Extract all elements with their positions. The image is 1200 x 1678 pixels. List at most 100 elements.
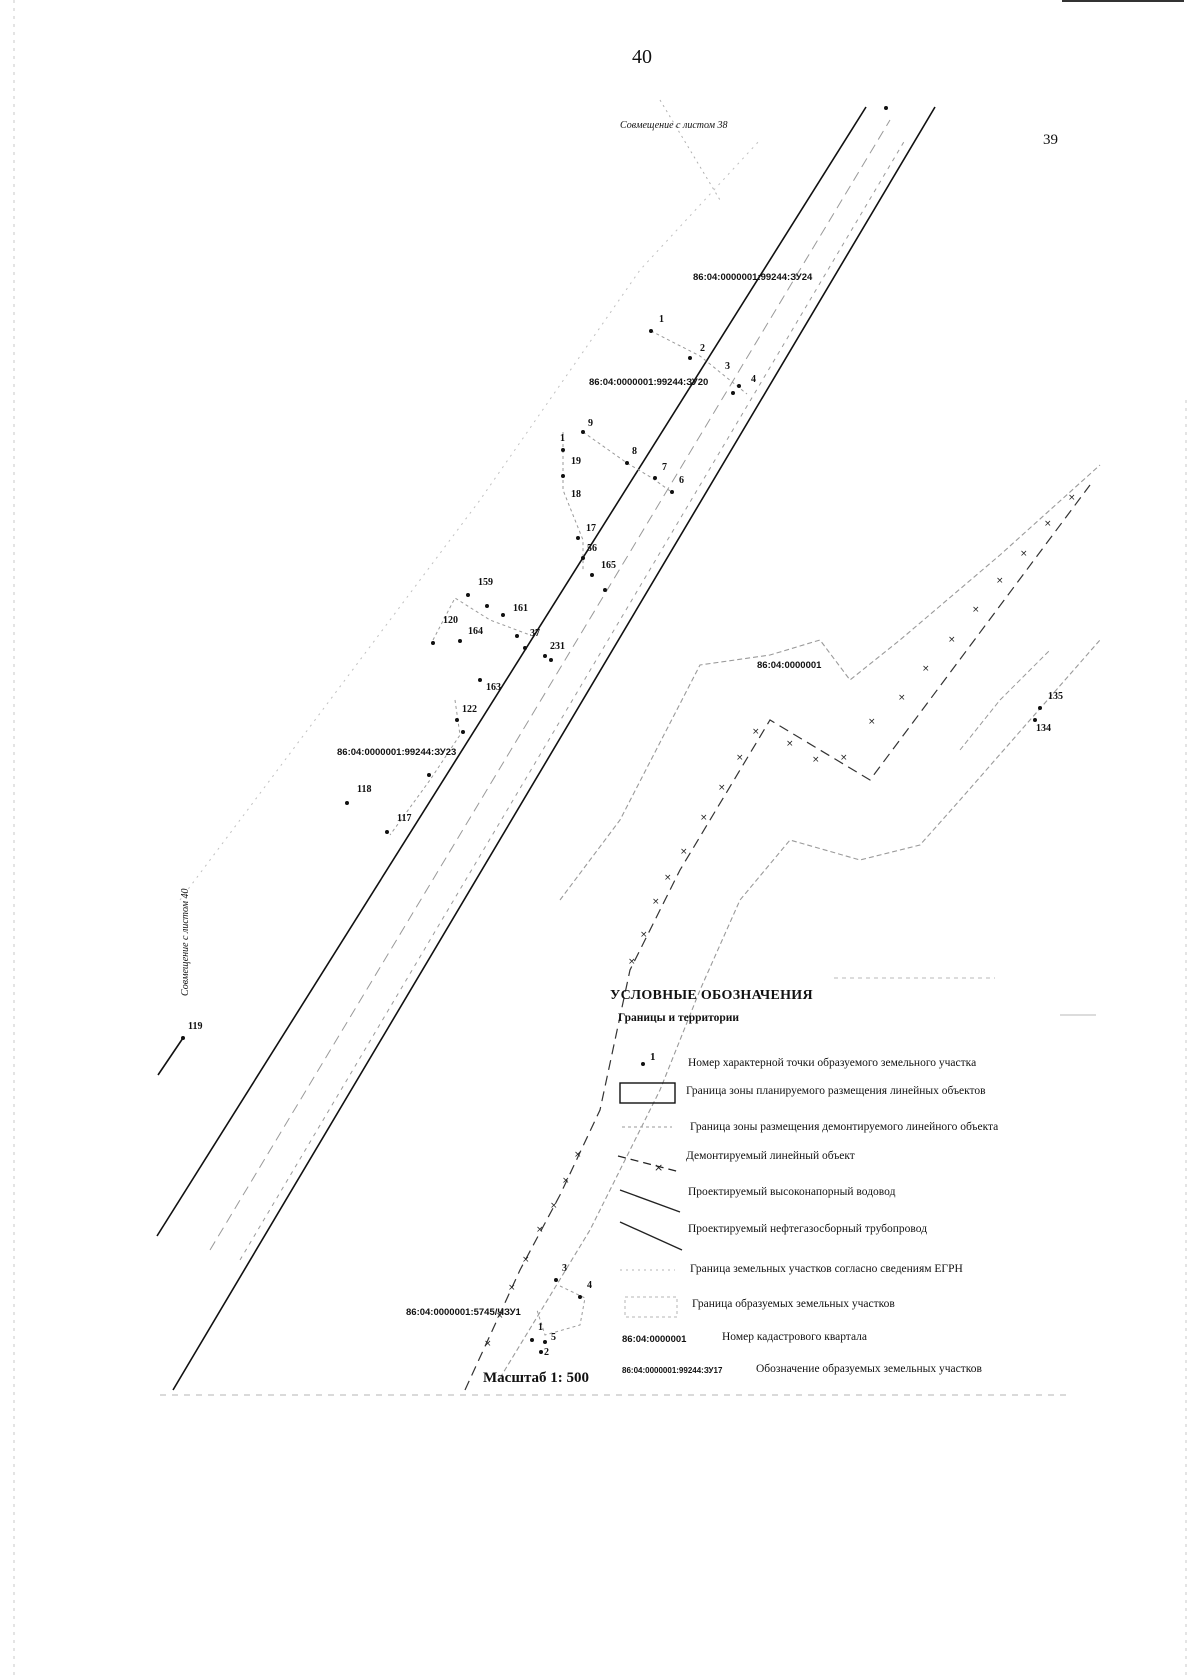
svg-text:×: × [562,1176,570,1186]
legend-item-formed-parcels: Граница образуемых земельных участков [692,1298,895,1310]
point-label: 1 [538,1322,543,1333]
legend-symbols: × [617,1062,683,1318]
egrn-boundary-west [179,139,761,901]
svg-text:×: × [840,753,848,763]
svg-text:×: × [752,727,760,737]
parcel-label-zu24: 86:04:0000001:99244:ЗУ24 [693,272,813,283]
svg-text:×: × [972,605,980,615]
point-label: 8 [632,446,637,457]
legend-item-water-pipeline: Проектируемый высоконапорный водовод [688,1186,896,1198]
svg-text:×: × [922,664,930,674]
parcel-chzu1-boundary [536,1285,586,1336]
point-label: 135 [1048,691,1063,702]
page-number: 40 [632,46,652,68]
svg-text:×: × [522,1255,530,1265]
point-label: 2 [700,343,705,354]
egrn-boundary-east [959,649,1051,751]
legend-title: УСЛОВНЫЕ ОБОЗНАЧЕНИЯ [610,988,813,1003]
point-label: 4 [751,374,756,385]
svg-text:×: × [948,635,956,645]
svg-text:×: × [536,1225,544,1235]
svg-text:×: × [1068,493,1076,503]
egrn-boundary-top [659,99,721,201]
svg-text:×: × [508,1283,516,1293]
legend-subtitle: Границы и территории [618,1012,740,1024]
parcel-zu23-boundary-south [389,699,461,836]
svg-text:×: × [718,783,726,793]
parcel-label-zu23: 86:04:0000001:99244:ЗУ23 [337,747,457,758]
svg-text:×: × [700,813,708,823]
top-rule [1062,0,1184,2]
point-label: 165 [601,560,616,571]
demolished-object-line [464,484,1091,1391]
point-label: 4 [587,1280,592,1291]
point-label: 6 [679,475,684,486]
svg-text:×: × [654,1161,663,1174]
point-label: 1 [560,433,565,444]
point-label: 56 [587,543,597,554]
parcel-zu23-boundary [432,597,531,641]
zone-boundary-line-right [172,106,936,1391]
legend-water-pipeline-symbol [619,1189,681,1213]
svg-text:×: × [1020,549,1028,559]
legend-item-oil-gas-pipeline: Проектируемый нефтегазосборный трубопров… [688,1223,928,1235]
point-label: 1 [659,314,664,325]
point-label: 122 [462,704,477,715]
svg-text:×: × [496,1311,504,1321]
egrn-boundary-south [499,639,1101,1379]
svg-text:×: × [640,930,648,940]
svg-text:×: × [736,753,744,763]
demolished-object-crosses: ×××× ×××× ×××× ×××× ×××× ×××× ×××× × [484,493,1076,1349]
legend-point-sample: 1 [650,1051,656,1063]
point-label: 120 [443,615,458,626]
legend-formed-parcel-symbol [624,1296,678,1318]
legend-item-demolished-object: Демонтируемый линейный объект [686,1150,855,1162]
svg-text:×: × [628,957,636,967]
svg-text:×: × [786,739,794,749]
parcel-zu20-boundary-west [562,432,584,570]
legend-item-egrn: Граница земельных участков согласно свед… [690,1263,963,1275]
cadastral-block-label: 86:04:0000001 [757,660,822,671]
svg-text:×: × [996,576,1004,586]
point-label: 164 [468,626,483,637]
point-label: 159 [478,577,493,588]
legend-item-demolition-zone: Граница зоны размещения демонтируемого л… [690,1121,999,1133]
characteristic-points [181,106,1042,1354]
scale-label: Масштаб 1: 500 [483,1370,590,1386]
egrn-boundary-quarter [559,464,1101,901]
boundary-segment-119 [157,1037,184,1076]
legend-item-parcel-designation: Обозначение образуемых земельных участко… [756,1363,982,1375]
legend-demolished-object-symbol [617,1155,681,1173]
sheet-number: 39 [1043,132,1058,148]
point-label: 118 [357,784,372,795]
svg-text:×: × [664,873,672,883]
point-label: 17 [586,523,596,534]
legend-point-symbol [641,1062,645,1066]
point-label: 3 [725,361,730,372]
point-label: 3 [562,1263,567,1274]
svg-text:×: × [680,847,688,857]
svg-text:×: × [868,717,876,727]
svg-text:×: × [574,1150,582,1160]
water-pipeline-line [209,119,891,1251]
match-line-left-label: Совмещение с листом 40 [180,888,191,997]
point-label: 7 [662,462,667,473]
point-label: 9 [588,418,593,429]
point-label: 163 [486,682,501,693]
match-line-top-label: Совмещение с листом 38 [620,120,728,131]
point-label: 231 [550,641,565,652]
parcel-zu20-boundary [582,431,674,494]
legend-block-sample: 86:04:0000001 [622,1334,687,1345]
svg-text:×: × [1044,519,1052,529]
parcel-label-zu20: 86:04:0000001:99244:ЗУ20 [589,377,709,388]
point-label: 19 [571,456,581,467]
svg-text:×: × [898,693,906,703]
svg-text:×: × [652,897,660,907]
point-label: 2 [544,1347,549,1358]
point-label: 119 [188,1021,203,1032]
legend-item-zone: Граница зоны планируемого размещения лин… [686,1085,986,1097]
point-label: 161 [513,603,528,614]
oil-gas-pipeline-line [239,139,906,1261]
svg-text:×: × [812,755,820,765]
